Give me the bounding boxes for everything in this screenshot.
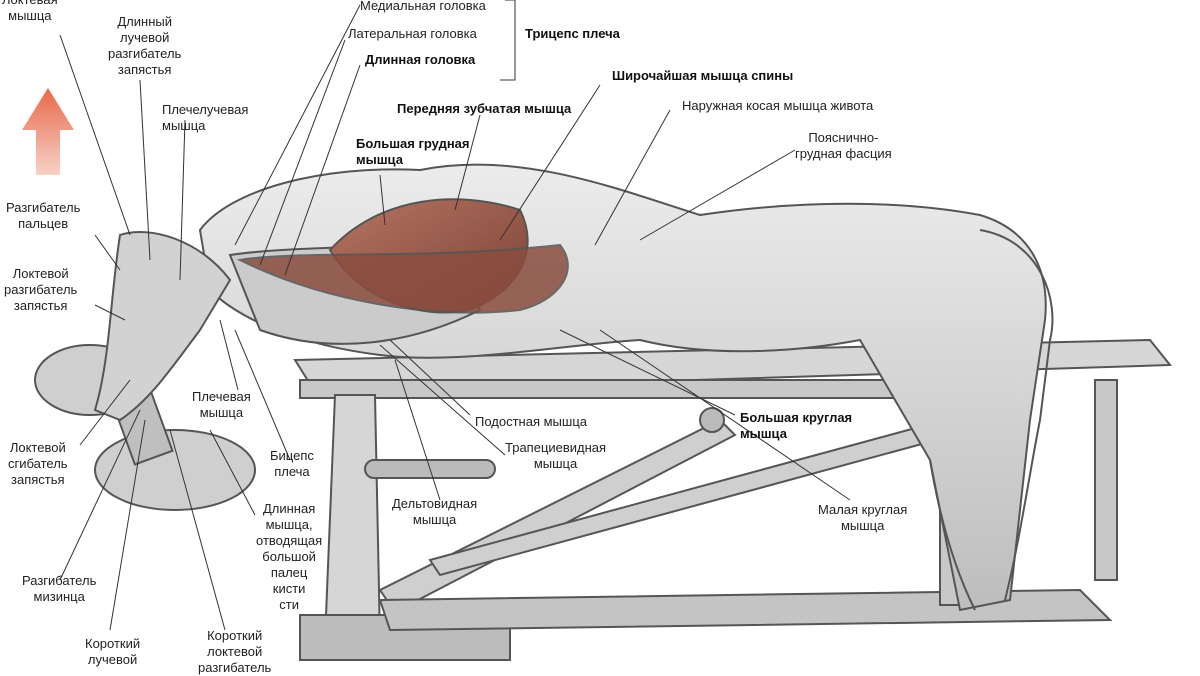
leader-lines [59,0,851,631]
label-triceps-long-head: Длинная головка [365,52,476,67]
direction-arrow-icon [22,88,74,175]
label-brachioradialis: Плечелучевая мышца [162,102,249,133]
label-extensor-digiti-minimi: Разгибатель мизинца [22,573,97,604]
label-triceps-lateral-head: Латеральная головка [348,26,477,41]
label-teres-major: Большая круглая мышца [740,410,853,441]
label-pectoralis-major: Большая грудная мышца [356,136,470,167]
label-triceps-medial-head: Медиальная головка [360,0,486,13]
label-extensor-digitorum: Разгибатель пальцев [6,200,81,231]
label-trapezius: Трапециевидная мышца [505,440,607,471]
label-abductor-pollicis-longus: Длинная мышца, отводящая большой палец к… [256,501,323,612]
label-ulnar-muscle: Локтевая мышца [2,0,58,23]
label-extensor-carpi-ulnaris: Локтевой разгибатель запястья [4,266,78,313]
label-ext-carpi-ulnaris-brevis: Короткий локтевой разгибатель [198,628,272,675]
label-infraspinatus: Подостная мышца [475,414,588,429]
label-serratus-anterior: Передняя зубчатая мышца [397,101,572,116]
label-latissimus-dorsi: Широчайшая мышца спины [612,68,794,83]
label-biceps: Бицепс плеча [270,448,314,479]
label-teres-minor: Малая круглая мышца [818,502,908,533]
label-triceps-title: Трицепс плеча [525,26,620,41]
body-figure [93,163,1054,612]
label-external-oblique: Наружная косая мышца живота [682,98,874,113]
label-thoracolumbar-fascia: Пояснично- грудная фасция [795,130,892,161]
label-ext-carpi-radialis-longus: Длинный лучевой разгибатель запястья [108,14,182,77]
label-deltoid: Дельтовидная мышца [392,496,478,527]
label-flexor-carpi-ulnaris: Локтевой сгибатель запястья [8,440,68,487]
label-ext-carpi-radialis-brevis: Короткий лучевой [85,636,141,667]
label-brachialis: Плечевая мышца [192,389,251,420]
